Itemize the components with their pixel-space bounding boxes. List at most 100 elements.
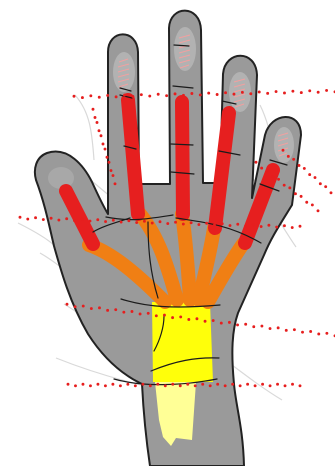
lower-guideline-dot [179,315,182,318]
wrist-guideline-dot [201,383,204,386]
wrist-guideline-dot [299,384,302,387]
middle-guideline-dot [190,221,193,224]
lower-guideline-dot [163,314,166,317]
middle-guideline-dot [205,222,208,225]
upper-guideline-dot [266,92,269,95]
middle-guideline-dot [50,217,53,220]
wrist-guideline-dot [141,383,144,386]
lower-guideline-dot [131,310,134,313]
wrist-guideline-dot [89,384,92,387]
middle-guideline-dot [112,219,115,222]
lower-guideline-dot [106,309,109,312]
middle-guideline-dot [34,216,37,219]
lower-guideline-dot [114,308,117,311]
left-diagonal-dot [112,174,115,177]
upper-guideline-dot [190,92,193,95]
lower-guideline-dot [212,319,215,322]
right-diagonal-dot [314,176,317,179]
middle-guideline-dot [236,223,239,226]
upper-guideline-dot [249,92,252,95]
left-diagonal-dot [94,116,97,119]
middle-guideline-dot [42,218,45,221]
wrist-guideline-dot [67,383,70,386]
wrist-guideline-dot [194,384,197,387]
lower-guideline-dot [244,323,247,326]
middle-red-channel [182,102,183,214]
upper-guideline-dot [275,90,278,93]
middle-guideline-dot [26,218,29,221]
middle-guideline-dot [166,222,169,225]
middle-guideline-dot [244,225,247,228]
wrist-guideline-dot [119,384,122,387]
middle-guideline-dot [96,218,99,221]
lower-guideline-dot [309,330,312,333]
wrist-guideline-dot [171,383,174,386]
wrist-guideline-dot [231,383,234,386]
wrist-yellow-segment [152,302,213,382]
right-diagonal-dot [271,175,274,178]
upper-guideline-dot [182,94,185,97]
middle-guideline-dot [182,223,185,226]
upper-guideline-dot [165,94,168,97]
middle-guideline-dot [73,219,76,222]
middle-guideline-dot [213,224,216,227]
right-diagonal-dot [260,167,263,170]
right-diagonal-dot [294,192,297,195]
lower-guideline-dot [236,323,239,326]
right-diagonal-dot [282,149,285,152]
upper-guideline-dot [258,90,261,93]
left-diagonal-dot [102,143,105,146]
middle-guideline-dot [291,226,294,229]
wrist-guideline-dot [254,384,257,387]
wrist-guideline-dot [179,384,182,387]
middle-guideline-dot [221,222,224,225]
wrist-guideline-dot [224,384,227,387]
wrist-guideline-dot [96,383,99,386]
middle-guideline-dot [197,223,200,226]
middle-guideline-dot [120,221,123,224]
right-diagonal-dot [277,178,280,181]
middle-guideline-dot [275,226,278,229]
wrist-guideline-dot [156,383,159,386]
upper-guideline-dot [308,89,311,92]
right-diagonal-dot [283,184,286,187]
lower-guideline-dot [317,333,320,336]
middle-guideline-dot [229,224,232,227]
left-diagonal-dot [98,129,101,132]
wrist-guideline-dot [111,383,114,386]
lower-guideline-dot [269,327,272,330]
lower-guideline-dot [147,312,150,315]
right-diagonal-dot [287,155,290,158]
wrist-guideline-dot [261,383,264,386]
upper-guideline-dot [216,93,219,96]
lower-guideline-dot [252,325,255,328]
wrist-guideline-dot [82,383,85,386]
wrist-guideline-dot [186,383,189,386]
upper-guideline-dot [224,91,227,94]
left-diagonal-dot [104,148,107,151]
lower-guideline-dot [325,332,328,335]
wrist-guideline-dot [149,384,152,387]
middle-guideline-dot [260,225,263,228]
lower-guideline-dot [277,326,280,329]
upper-guideline-dot [283,92,286,95]
wrist-guideline-dot [74,384,77,387]
upper-guideline-dot [241,91,244,94]
upper-guideline-dot [106,94,109,97]
upper-guideline-dot [131,95,134,98]
middle-orange-channel [182,214,190,300]
left-diagonal-dot [110,169,113,172]
middle-fingertip [174,27,196,71]
wrist-guideline-dot [104,384,107,387]
index-fingertip [113,52,135,92]
lower-guideline-dot [74,305,77,308]
lower-guideline-dot [98,306,101,309]
upper-guideline-dot [148,95,151,98]
middle-guideline-dot [299,225,302,228]
upper-guideline-dot [140,93,143,96]
middle-guideline-dot [267,224,270,227]
right-diagonal-dot [308,173,311,176]
middle-guideline-dot [252,223,255,226]
lower-guideline-dot [155,314,158,317]
middle-guideline-dot [283,224,286,227]
